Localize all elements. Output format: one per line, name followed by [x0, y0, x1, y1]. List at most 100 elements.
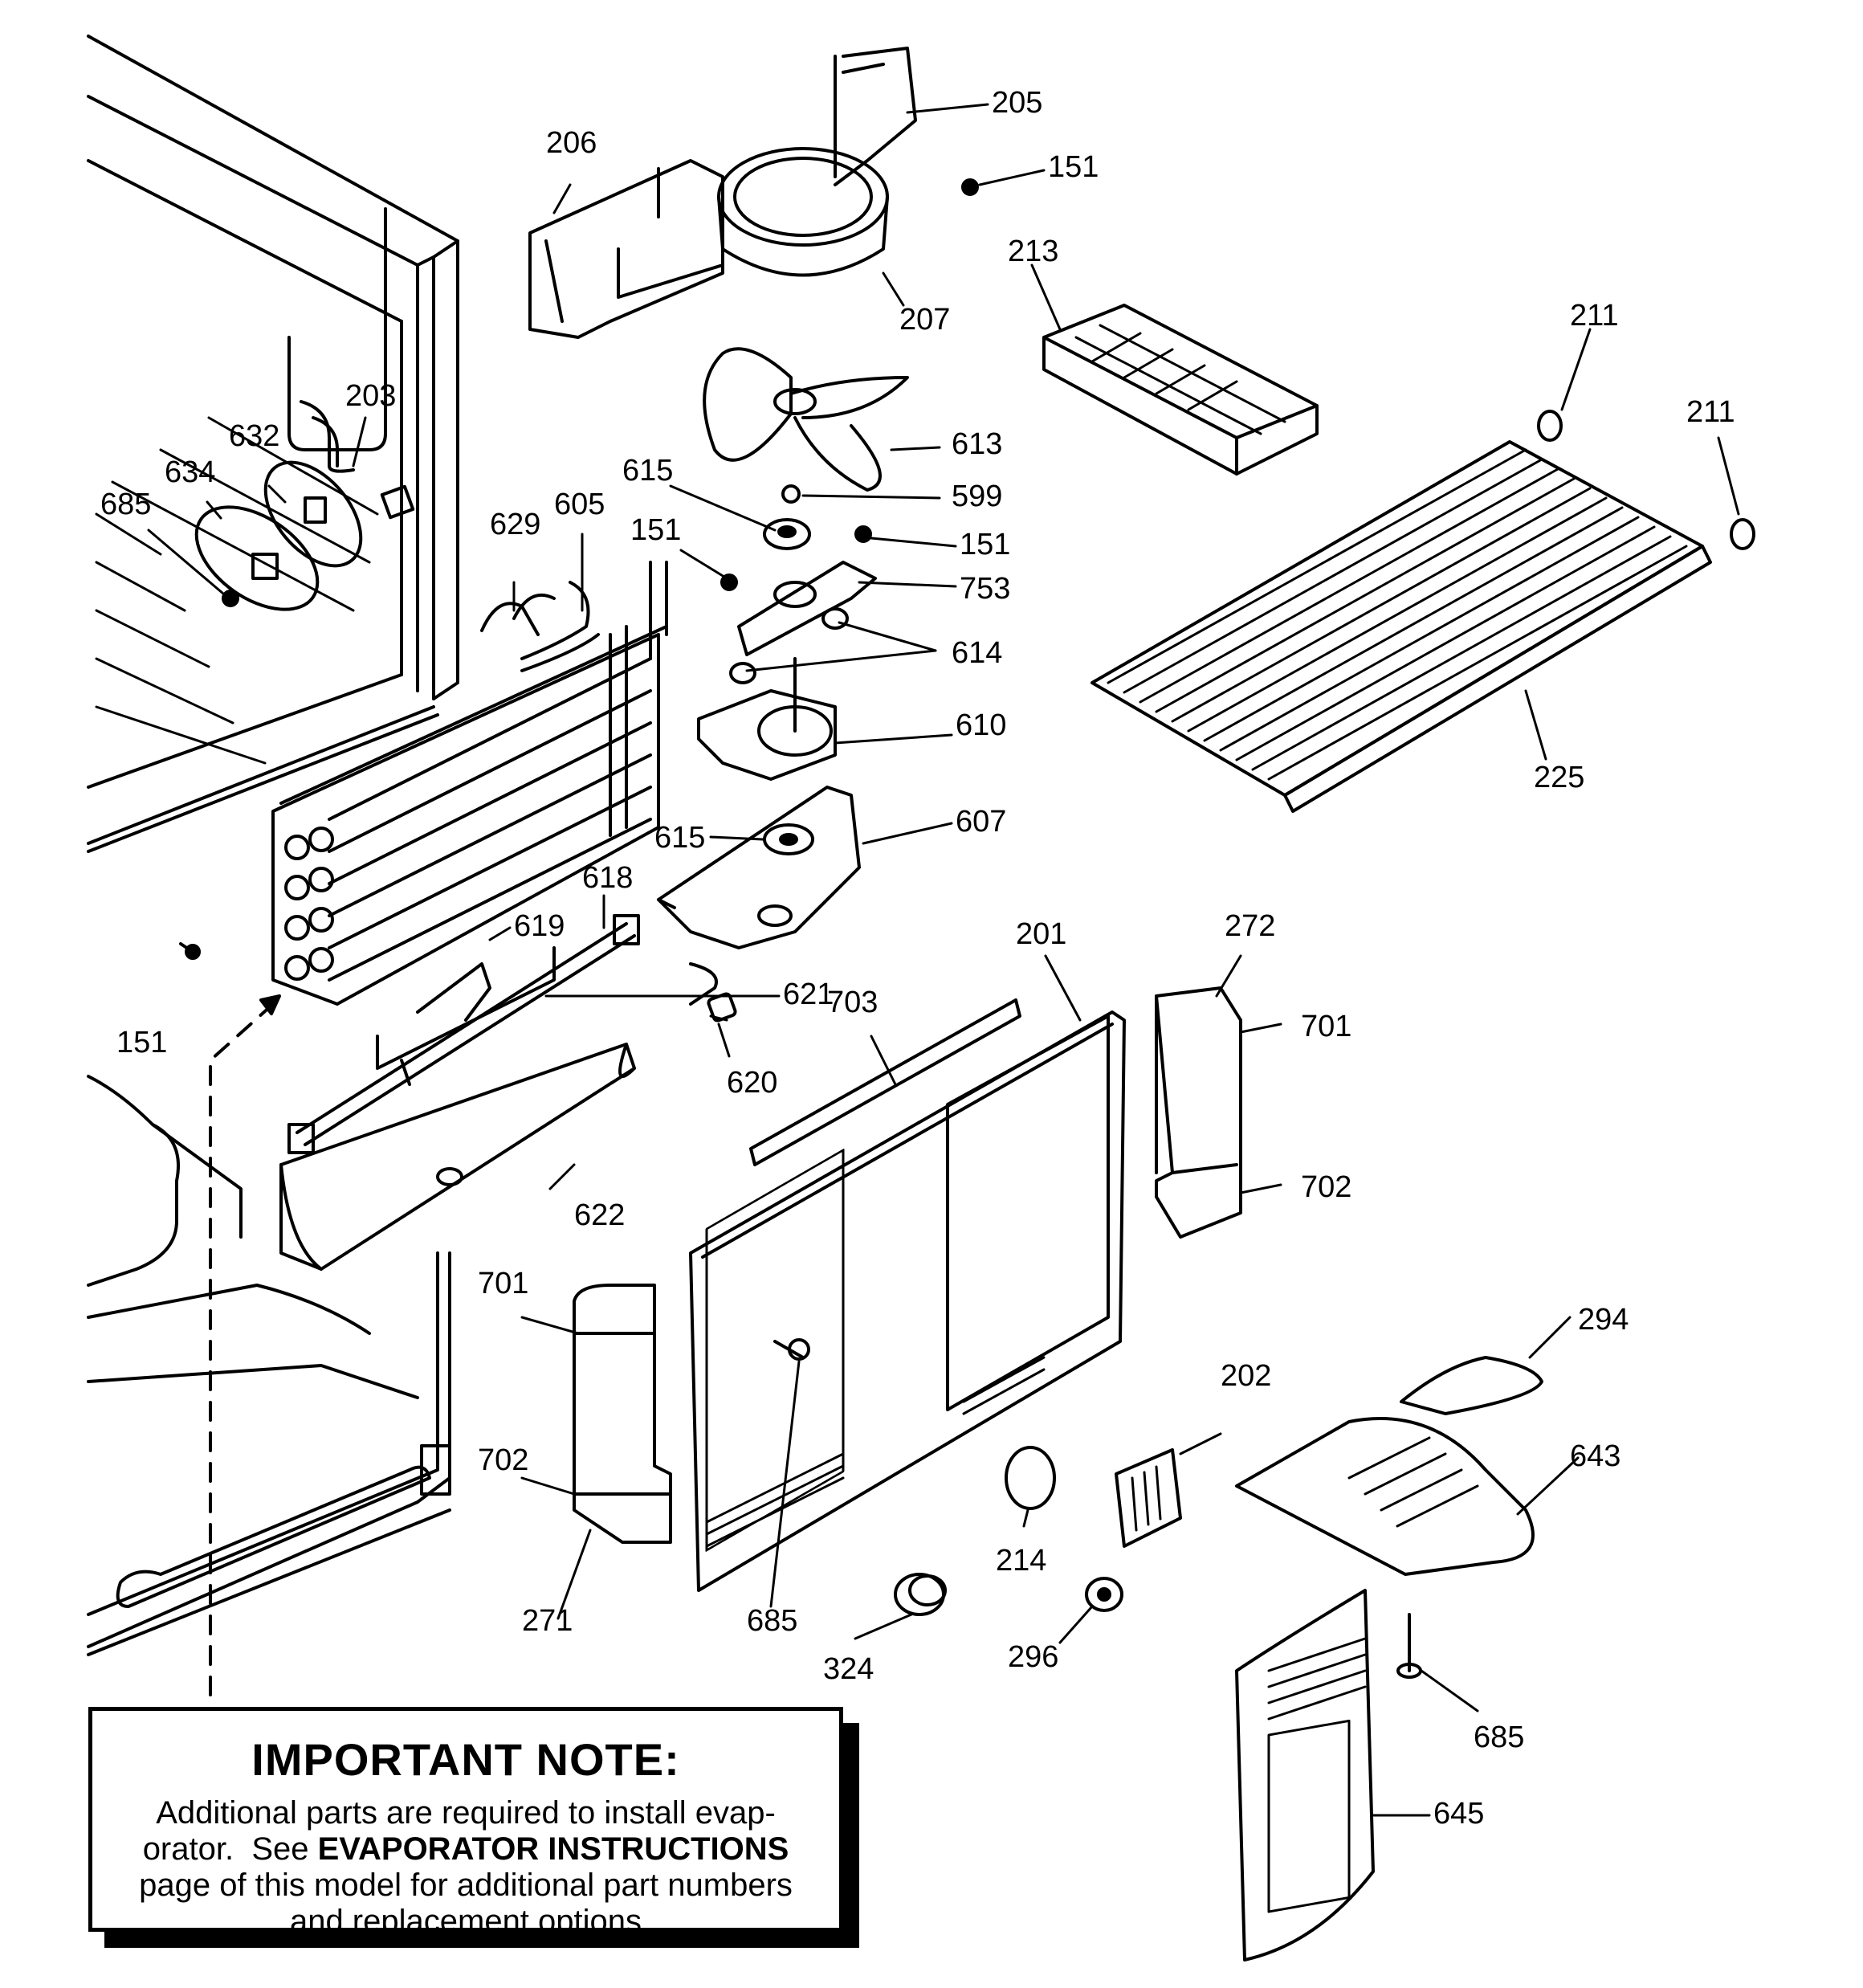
label-211-b: 211	[1686, 395, 1735, 429]
defrost-heater-618	[287, 914, 640, 1154]
label-271: 271	[522, 1604, 573, 1638]
label-214: 214	[996, 1544, 1046, 1578]
dispenser-cover-645	[1235, 1589, 1375, 1961]
label-632: 632	[229, 419, 279, 453]
part-number-labels: 205 206 151 207 213 211 211 203 632 634 …	[100, 86, 1735, 1831]
note-line-3: page of this model for additional part n…	[139, 1868, 793, 1903]
grommets-614	[729, 607, 849, 684]
label-701-right: 701	[1301, 1010, 1351, 1043]
ice-ring-207	[717, 147, 889, 277]
grommet-615-low	[763, 823, 814, 855]
label-685-left: 685	[100, 488, 151, 521]
label-296: 296	[1008, 1640, 1058, 1674]
screw-151-left	[179, 942, 201, 960]
light-socket-203	[300, 400, 355, 473]
freezer-shelf-225	[1090, 440, 1712, 813]
label-213: 213	[1008, 235, 1058, 268]
label-207: 207	[899, 303, 950, 337]
label-629: 629	[490, 508, 540, 541]
ice-bucket-support-205	[834, 47, 917, 186]
label-618: 618	[582, 861, 633, 895]
motor-bracket-607	[657, 786, 861, 949]
label-619: 619	[514, 909, 565, 943]
note-line-2: orator. See EVAPORATOR INSTRUCTIONS	[116, 1831, 815, 1868]
shelf-rest-211-a	[1537, 410, 1563, 442]
label-610: 610	[956, 708, 1006, 742]
evaporator-instructions-ref: EVAPORATOR INSTRUCTIONS	[317, 1831, 789, 1867]
screw-685-left	[222, 590, 239, 607]
leader-lines	[147, 103, 1740, 1817]
label-613: 613	[952, 427, 1002, 461]
label-151-low: 151	[116, 1026, 167, 1059]
ice-tray-213	[1042, 304, 1319, 476]
duct-271	[573, 1284, 672, 1544]
label-225: 225	[1534, 761, 1584, 794]
label-324: 324	[823, 1652, 874, 1686]
bracket-621	[376, 946, 556, 1086]
label-703: 703	[827, 986, 878, 1019]
drain-trough-622	[279, 1043, 636, 1271]
label-645: 645	[1433, 1797, 1484, 1831]
label-634: 634	[165, 455, 215, 489]
light-switch-632	[263, 460, 363, 568]
clip-619	[416, 962, 491, 1022]
seal-strip-703	[749, 998, 1021, 1166]
label-614: 614	[952, 636, 1002, 670]
label-203: 203	[345, 379, 396, 413]
dashed-leader-arrow	[209, 994, 281, 1696]
note-line-2-text: orator. See	[142, 1831, 318, 1867]
label-294: 294	[1578, 1303, 1629, 1337]
label-622: 622	[574, 1198, 625, 1232]
fan-blade-613	[703, 347, 909, 492]
label-615-low: 615	[654, 821, 705, 855]
label-211-a: 211	[1570, 299, 1619, 333]
evaporator-cover-201	[689, 1010, 1126, 1592]
label-621: 621	[783, 978, 834, 1011]
label-702-right: 702	[1301, 1170, 1351, 1204]
label-605: 605	[554, 488, 605, 521]
sensor-620	[689, 962, 737, 1023]
ice-bucket-frame-206	[528, 159, 724, 339]
label-701-left: 701	[478, 1267, 528, 1300]
label-620: 620	[727, 1066, 777, 1100]
label-206: 206	[546, 126, 597, 160]
label-205: 205	[992, 86, 1042, 120]
screw-151-top	[961, 178, 979, 196]
motor-bracket-753	[737, 561, 877, 656]
note-body: Additional parts are required to install…	[92, 1795, 839, 1940]
label-151-mid: 151	[630, 513, 681, 547]
shelf-rest-211-b	[1730, 518, 1755, 550]
nut-599	[781, 484, 801, 504]
label-702-left: 702	[478, 1443, 528, 1477]
label-599: 599	[952, 480, 1002, 513]
dispenser-frame-643	[1235, 1417, 1535, 1576]
knob-324	[894, 1573, 947, 1616]
grille-202	[1115, 1448, 1182, 1548]
label-201: 201	[1016, 917, 1066, 951]
grommet-615-top	[763, 518, 811, 550]
label-202: 202	[1221, 1359, 1271, 1393]
note-line-1: Additional parts are required to install…	[156, 1795, 776, 1831]
tubing-629	[480, 594, 556, 636]
important-note-box: IMPORTANT NOTE: Additional parts are req…	[88, 1707, 843, 1939]
evaporator-coil	[271, 561, 668, 1006]
label-151-top: 151	[1048, 150, 1099, 184]
duct-272	[1155, 986, 1242, 1239]
label-685-center: 685	[747, 1604, 797, 1638]
label-272: 272	[1225, 909, 1275, 943]
note-line-4: and replacement options	[289, 1904, 642, 1939]
note-title: IMPORTANT NOTE:	[251, 1734, 680, 1785]
label-607: 607	[956, 805, 1006, 839]
screw-685-right	[1396, 1613, 1422, 1679]
label-643: 643	[1570, 1439, 1620, 1473]
screw-151-motor	[854, 525, 872, 543]
fan-motor-610	[697, 657, 837, 781]
knob-296	[1085, 1577, 1123, 1612]
plug-214	[1005, 1446, 1056, 1510]
cover-294	[1400, 1356, 1543, 1415]
screw-685-center	[773, 1338, 810, 1361]
label-685-right: 685	[1474, 1721, 1524, 1754]
label-151-motor: 151	[960, 528, 1010, 561]
label-615-top: 615	[622, 454, 673, 488]
